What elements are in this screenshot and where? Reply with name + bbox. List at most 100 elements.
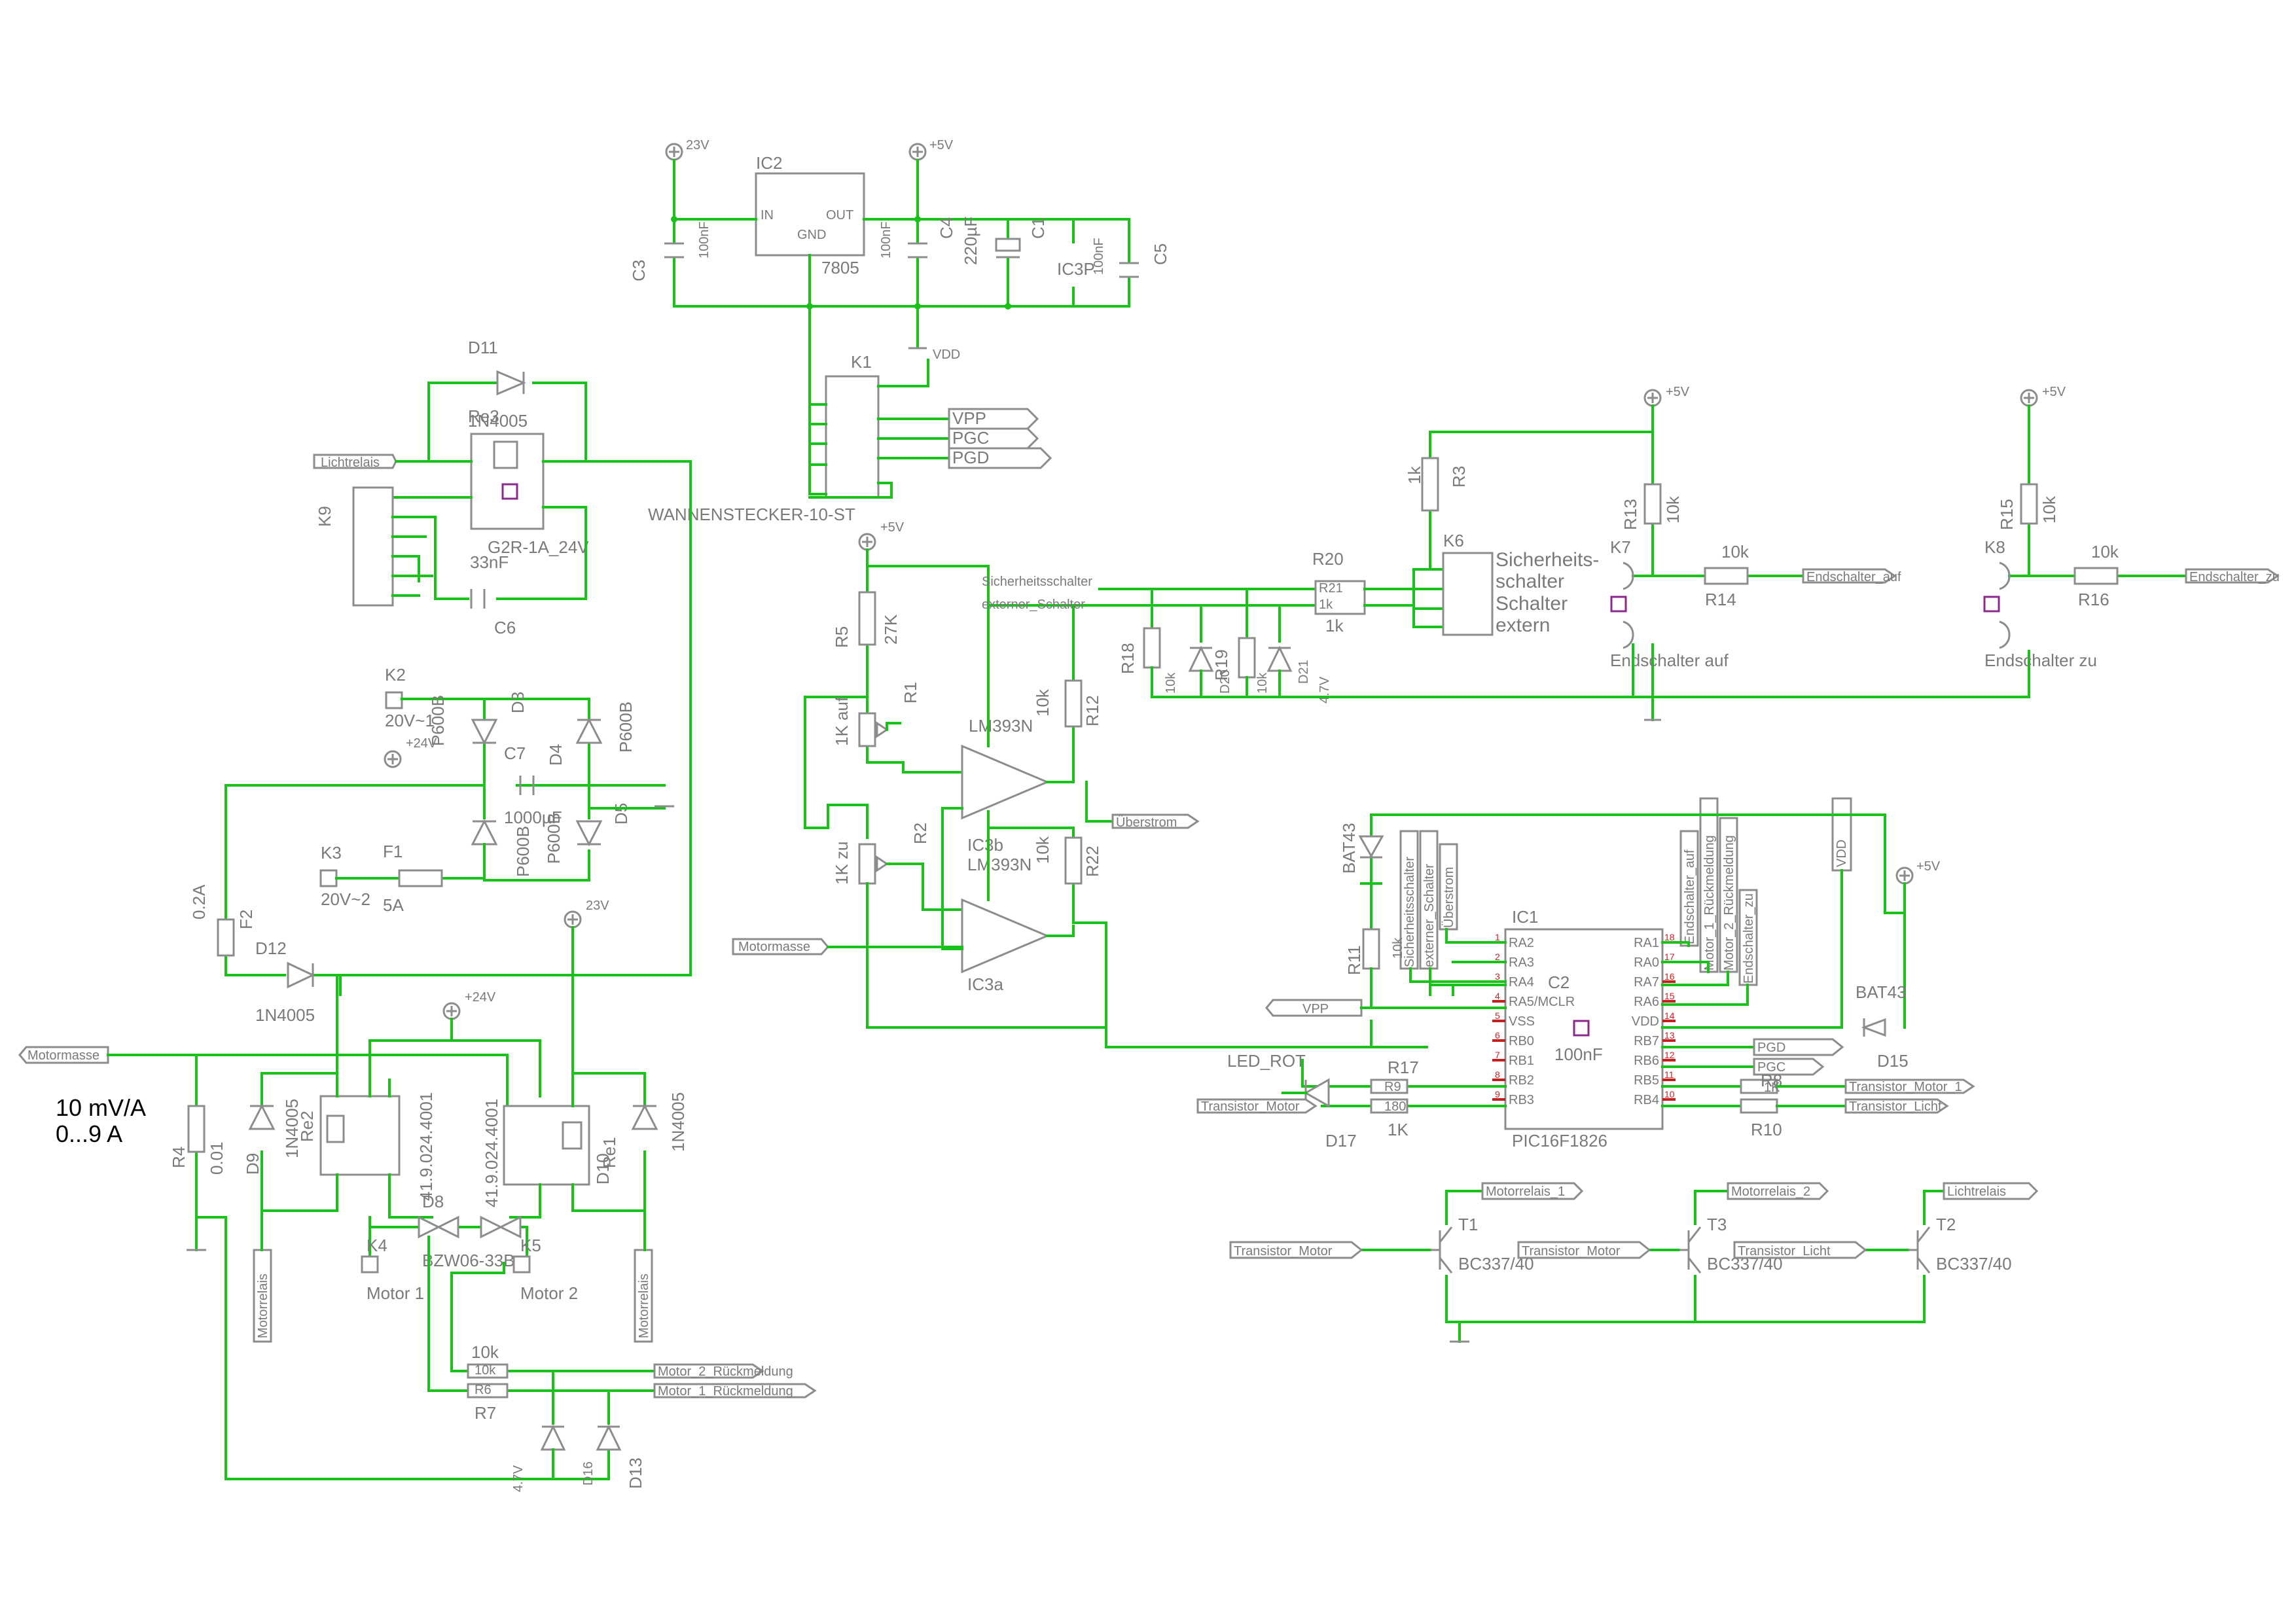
r22-name: R22 [1083, 846, 1102, 877]
r3-name: R3 [1449, 466, 1469, 488]
f1-name: F1 [383, 842, 403, 861]
r13-val: 10k [1663, 495, 1683, 524]
mcu-pin-label: VSS [1509, 1014, 1535, 1029]
mcu-pin-number: 6 [1495, 1030, 1500, 1041]
endstop-5v-a: +5V [1666, 385, 1690, 399]
c2-name: C2 [1548, 972, 1570, 992]
k2-val: 20V~1 [385, 711, 435, 730]
d9-name: D9 [243, 1153, 262, 1175]
t3-input-label: Transistor_Motor [1522, 1244, 1621, 1258]
light-relay: D11 1N4005 Re3 G2R-1A_24V Lichtrelais K9… [313, 338, 692, 976]
r18-name: R18 [1118, 643, 1138, 674]
ic3b-type: LM393N [967, 855, 1031, 874]
mcu-pin-number: 13 [1664, 1030, 1675, 1041]
r12-name: R12 [1083, 695, 1102, 726]
k4-label: Motor 1 [367, 1283, 424, 1303]
r1-name: R1 [901, 682, 920, 704]
ic2-regulator [755, 172, 865, 257]
mcu-top-net-4: Endschalter_auf [1683, 849, 1697, 944]
d8-name: D8 [422, 1192, 444, 1211]
fb2-label: Motor_2_Rückmeldung [658, 1364, 793, 1379]
d16-name: D16 [581, 1461, 596, 1486]
mcu-pin-label: RB7 [1634, 1034, 1659, 1048]
safety-in1: Sicherheitsschalter [982, 575, 1092, 589]
d4-type: P600B [616, 702, 636, 753]
r22-val: 10k [1033, 836, 1052, 864]
transistors: Transistor_MotorMotorrelais_1T1BC337/40T… [1229, 1182, 2039, 1343]
k4-name: K4 [367, 1236, 387, 1255]
mcu-pin-number: 8 [1495, 1069, 1500, 1080]
r16-name: R16 [2078, 590, 2109, 609]
t2-input-label: Transistor_Licht [1738, 1244, 1831, 1258]
r5-val: 27K [881, 614, 901, 645]
t2-type: BC337/40 [1936, 1254, 2012, 1274]
k3-val: 20V~2 [321, 889, 370, 909]
k6-text3: Schalter [1496, 593, 1568, 615]
mcu-pin-label: RA5/MCLR [1509, 995, 1575, 1009]
motor-23v: 23V [586, 899, 609, 913]
t3-output-label: Motorrelais_2 [1731, 1185, 1810, 1199]
motorrelais-a: Motorrelais [256, 1274, 270, 1338]
mcu-pin-number: 7 [1495, 1050, 1500, 1060]
annotation-line-1: 10 mV/A [56, 1094, 146, 1121]
mcu-pin-number: 9 [1495, 1089, 1500, 1099]
f1-val: 5A [383, 895, 404, 915]
t2-output-label: Lichtrelais [1947, 1185, 2006, 1199]
r19-name: R19 [1211, 649, 1231, 681]
d5-name: D5 [611, 803, 631, 825]
end-stops: +5V R13 10k 10k R14 K7 Endschalter auf E… [1610, 385, 2280, 698]
r14-name: R14 [1705, 590, 1736, 609]
mcu-pin-number: 12 [1664, 1050, 1675, 1060]
mcu-out3: Transistor_Motor [1201, 1099, 1300, 1114]
k5-name: K5 [520, 1236, 541, 1255]
mcu-pin-number: 15 [1664, 991, 1675, 1001]
re2-type: 41.9.024.4001 [416, 1092, 436, 1201]
d11-type: 1N4005 [468, 411, 528, 431]
mcu-pin-number: 2 [1495, 952, 1500, 962]
mcu-pin-label: RB5 [1634, 1073, 1659, 1088]
t1-name: T1 [1458, 1215, 1478, 1234]
r15-name: R15 [1997, 499, 2017, 530]
mcu-pin-label: RA3 [1509, 955, 1534, 970]
motormasse-left: Motormasse [27, 1048, 99, 1063]
r2-name: R2 [910, 823, 930, 844]
k1-vpp: VPP [952, 408, 986, 428]
d10-name: D10 [593, 1153, 613, 1185]
c3-val: 100nF [697, 221, 711, 259]
fb1-label: Motor_1_Rückmeldung [658, 1384, 793, 1399]
d17-name: D17 [1325, 1131, 1357, 1150]
mcu-vpp: VPP [1302, 1002, 1329, 1016]
k3-name: K3 [321, 843, 342, 863]
d20-name: D20 [1218, 669, 1232, 694]
d4-name: D4 [546, 744, 565, 766]
k6-text4: extern [1496, 615, 1550, 636]
motormasse-label: Motormasse [738, 940, 810, 954]
mcu-top-net-1: Sicherheitsschalter [1403, 857, 1417, 967]
k1-pgd: PGD [952, 448, 989, 467]
ic1-chip [1504, 928, 1664, 1130]
endstop-5v-b: +5V [2042, 385, 2066, 399]
mcu-pgd: PGD [1757, 1041, 1785, 1055]
r14-val: 10k [1721, 542, 1749, 562]
mcu-pin-label: RA7 [1634, 975, 1659, 990]
ic2-out: OUT [826, 208, 853, 223]
ic3b-opamp [961, 744, 1050, 820]
r21-val: 1k [1319, 597, 1333, 612]
mcu-pin-number: 1 [1495, 932, 1500, 942]
r16-val: 10k [2091, 542, 2119, 562]
ic3b-type-top: LM393N [969, 716, 1033, 736]
mcu-out2: Transistor_Licht [1849, 1099, 1942, 1114]
k8-label: Endschalter zu [1984, 651, 2097, 670]
ic3b-name: IC3b [967, 835, 1003, 855]
mcu-pin-label: VDD [1632, 1014, 1659, 1029]
r7-val: 10k [475, 1363, 496, 1378]
mcu-pin-label: RB1 [1509, 1054, 1534, 1068]
d6-type: P600B [513, 826, 533, 877]
mcu-5v: +5V [1916, 859, 1941, 874]
ic3a-opamp [961, 898, 1050, 974]
bat43-b: BAT43 [1856, 982, 1907, 1002]
d5-type: P600B [544, 813, 564, 864]
mcu-pgc: PGC [1757, 1060, 1785, 1075]
mcu-pin-number: 10 [1664, 1089, 1675, 1099]
